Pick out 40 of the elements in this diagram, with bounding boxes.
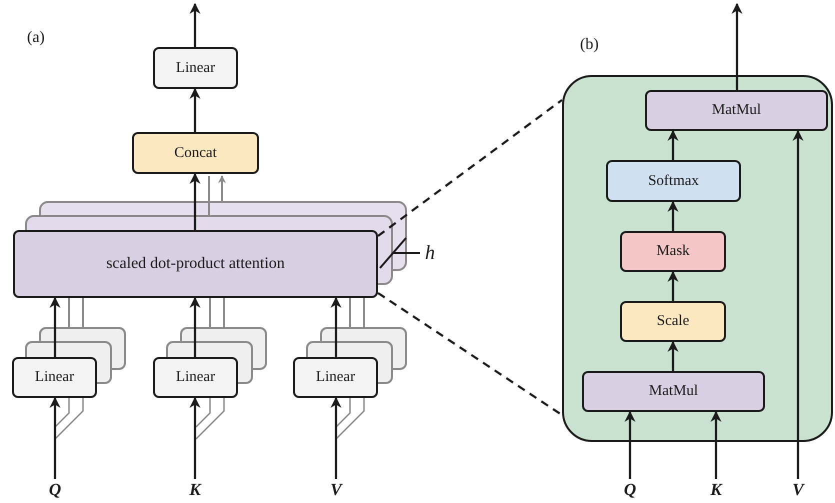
arrow <box>190 2 200 47</box>
process-box: Scale <box>620 301 726 342</box>
arrow <box>190 172 200 230</box>
arrow <box>190 88 200 132</box>
process-box: Mask <box>620 231 726 272</box>
arrow <box>330 296 342 357</box>
process-box: scaled dot-product attention <box>13 230 378 298</box>
process-box: Linear <box>293 357 378 398</box>
process-box: MatMul <box>645 90 828 131</box>
arrow <box>732 2 742 90</box>
process-box: Concat <box>132 132 259 174</box>
arrow <box>668 340 678 371</box>
arrow <box>50 396 60 479</box>
input-variable: Q <box>619 479 641 501</box>
arrow <box>668 130 678 160</box>
arrow <box>668 200 678 231</box>
panel-label: (a) <box>27 30 45 46</box>
arrow <box>792 130 804 479</box>
module-panel <box>562 75 833 442</box>
variable-label: h <box>425 243 435 263</box>
panel-label: (b) <box>580 37 599 53</box>
process-box: MatMul <box>582 371 765 412</box>
dashed-line <box>377 292 563 416</box>
process-box: Softmax <box>606 160 741 202</box>
process-box: Linear <box>153 47 238 89</box>
arrow <box>50 296 60 357</box>
input-variable: V <box>325 479 347 501</box>
process-box: Linear <box>12 357 97 398</box>
arrow <box>190 296 200 357</box>
arrow <box>624 410 636 479</box>
input-variable: Q <box>44 479 66 501</box>
arrow <box>668 270 678 301</box>
input-variable: K <box>184 479 206 501</box>
arrow <box>710 410 722 479</box>
dashed-line <box>377 99 563 237</box>
arrow <box>190 396 200 479</box>
arrow <box>330 396 342 479</box>
process-box: Linear <box>153 357 238 398</box>
input-variable: V <box>787 479 809 501</box>
input-variable: K <box>705 479 727 501</box>
